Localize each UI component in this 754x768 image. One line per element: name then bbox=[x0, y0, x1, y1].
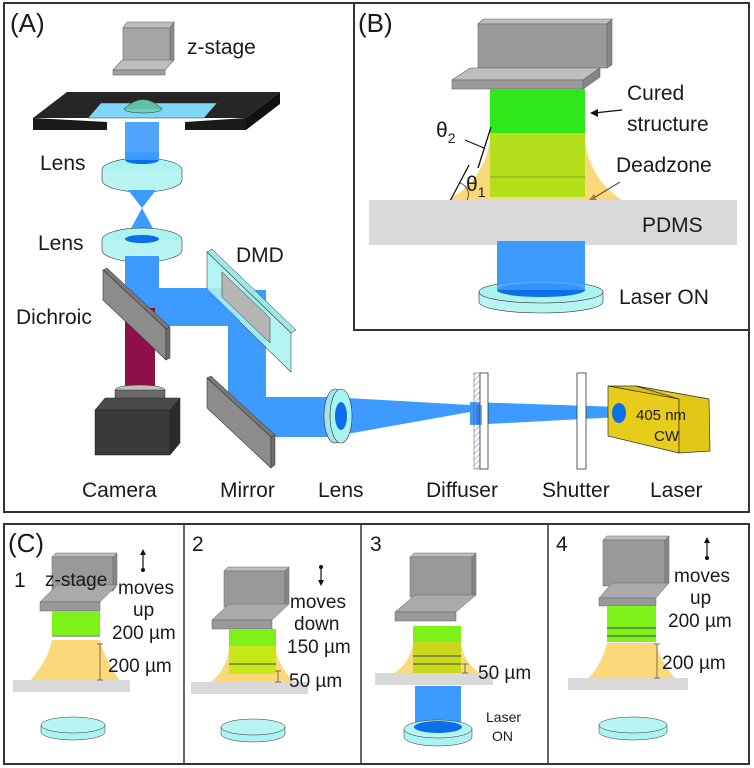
cured-arrow bbox=[593, 109, 623, 114]
theta2-line bbox=[477, 126, 492, 169]
laser-box-icon bbox=[607, 385, 711, 454]
step-1-motion-3: 200 µm bbox=[112, 623, 176, 644]
dichroic-icon bbox=[102, 267, 171, 361]
deadzone-arrow bbox=[591, 181, 621, 200]
panel-c-label: (C) bbox=[8, 528, 44, 558]
theta1-arc bbox=[459, 182, 469, 201]
step-1-gap: 200 µm bbox=[108, 656, 172, 677]
dichroic-label: Dichroic bbox=[16, 306, 92, 329]
sample-holder-icon bbox=[33, 92, 280, 130]
z-stage-label: z-stage bbox=[187, 36, 256, 59]
lens-mid-icon bbox=[101, 227, 183, 263]
lens-mid-label: Lens bbox=[38, 232, 84, 255]
camera-icon bbox=[94, 384, 181, 456]
step-2: 2 moves down 150 µm 50 µm bbox=[191, 533, 351, 743]
step-2-gap: 50 µm bbox=[289, 671, 342, 692]
beam-vertical-mid bbox=[125, 256, 159, 290]
shutter-label: Shutter bbox=[542, 479, 610, 502]
mirror-label: Mirror bbox=[220, 479, 275, 502]
mirror-icon bbox=[206, 375, 276, 469]
step-2-motion-2: down bbox=[294, 614, 339, 635]
theta1-label: θ1 bbox=[466, 173, 486, 200]
panel-b: (B) θ2 θ1 Cured structure Deadzo bbox=[358, 8, 737, 314]
cured-layer-yellowgreen bbox=[490, 133, 585, 197]
diffuser-icon bbox=[473, 372, 489, 470]
step-4-motion-3: 200 µm bbox=[668, 611, 732, 632]
panel-b-label: (B) bbox=[358, 8, 393, 38]
panel-a-label: (A) bbox=[10, 8, 45, 38]
step-4: 4 moves up 200 µm 200 µm bbox=[556, 533, 732, 741]
diffuser-label: Diffuser bbox=[426, 479, 498, 502]
deadzone-label: Deadzone bbox=[616, 154, 712, 177]
step-3-number: 3 bbox=[370, 533, 382, 556]
beam-focus-cone-lower bbox=[128, 208, 156, 234]
theta2-label: θ2 bbox=[436, 119, 456, 146]
beam-horizontal-lower bbox=[238, 397, 470, 437]
lens-bottom-icon bbox=[323, 388, 353, 444]
cured-layer-green bbox=[490, 89, 585, 133]
cured-arrowhead bbox=[590, 109, 598, 117]
dmd-icon bbox=[206, 248, 297, 373]
step-2-motion-3: 150 µm bbox=[287, 637, 351, 658]
step-3: 3 50 µm Laser ON bbox=[370, 533, 531, 747]
step-1: 1 z-stage moves up 200 µm 200 µm bbox=[13, 549, 176, 741]
step-3-laser-2: ON bbox=[492, 728, 513, 744]
step-1-number: 1 bbox=[14, 569, 26, 592]
pdms-slab bbox=[369, 200, 737, 245]
panel-a: (A) z-stage Lens bbox=[10, 8, 711, 502]
step-2-motion-1: moves bbox=[290, 592, 346, 613]
cured-label-line1: Cured bbox=[627, 82, 684, 105]
step-4-motion-1: moves bbox=[674, 566, 730, 587]
laser-spec-line1: 405 nm bbox=[636, 407, 686, 424]
laser-label: Laser bbox=[650, 479, 703, 502]
shutter-icon bbox=[576, 372, 587, 470]
dmd-label: DMD bbox=[236, 244, 284, 267]
step-1-motion-1: moves bbox=[118, 578, 174, 599]
lens-top-label: Lens bbox=[40, 152, 86, 175]
step-2-number: 2 bbox=[192, 533, 204, 556]
step-4-number: 4 bbox=[556, 533, 568, 556]
camera-label: Camera bbox=[82, 479, 157, 502]
step-1-motion-2: up bbox=[133, 600, 154, 621]
pdms-label: PDMS bbox=[642, 214, 703, 237]
step-4-gap: 200 µm bbox=[662, 653, 726, 674]
lens-b-icon bbox=[478, 275, 604, 314]
beam-focus-cone-upper bbox=[128, 190, 156, 208]
panel-c-frame bbox=[3, 523, 750, 765]
theta2-pointer bbox=[464, 139, 485, 149]
step-4-motion-2: up bbox=[690, 588, 711, 609]
step-3-gap: 50 µm bbox=[478, 663, 531, 684]
theta1-line bbox=[448, 164, 470, 204]
beam-laser-diffuser bbox=[470, 402, 620, 425]
z-stage-large-icon bbox=[451, 18, 613, 90]
deadzone-arrowhead bbox=[588, 194, 597, 201]
z-stage-icon bbox=[112, 21, 175, 76]
lens-top-icon bbox=[101, 152, 183, 193]
laser-spec-line2: CW bbox=[654, 428, 680, 445]
cured-label-line2: structure bbox=[627, 113, 709, 136]
panel-c: (C) 1 z-stage moves up 200 µm 200 bbox=[8, 528, 732, 747]
step-1-stage-label: z-stage bbox=[45, 570, 107, 591]
step-3-laser-1: Laser bbox=[486, 709, 521, 725]
laser-on-label: Laser ON bbox=[619, 286, 709, 309]
lens-bottom-label: Lens bbox=[318, 479, 364, 502]
